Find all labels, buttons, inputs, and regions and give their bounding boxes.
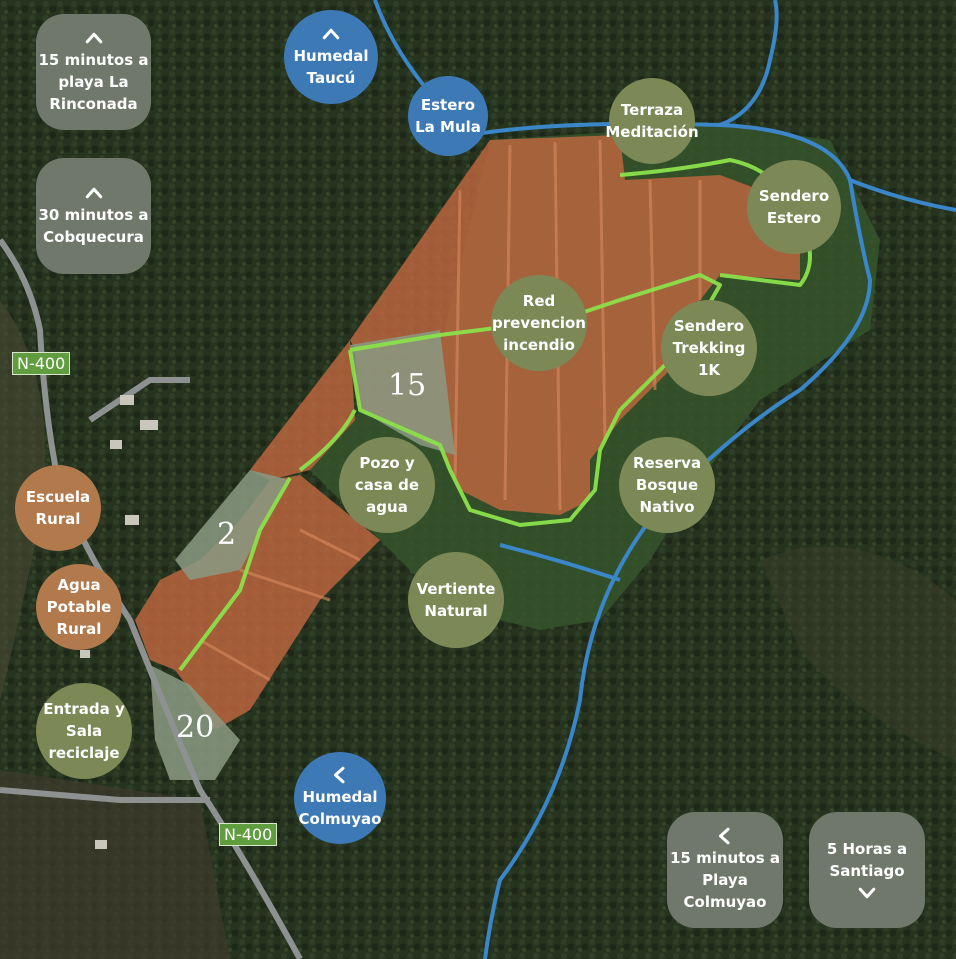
- west-trail: [178, 477, 292, 672]
- lot-20-area: [150, 665, 240, 780]
- direction-playa-colmuyao[interactable]: 15 minutos a Playa Colmuyao: [667, 812, 783, 928]
- label-sendero-trekking[interactable]: Sendero Trekking 1K: [661, 300, 757, 396]
- label-text: Sendero Estero: [758, 187, 830, 227]
- label-text: Humedal Taucú: [293, 47, 369, 87]
- direction-text: 30 minutos a Cobquecura: [38, 206, 149, 246]
- direction-la-rinconada[interactable]: 15 minutos a playa La Rinconada: [36, 14, 151, 130]
- label-text: Pozo y casa de agua: [354, 454, 420, 516]
- label-text: Vertiente Natural: [416, 580, 496, 620]
- label-reserva-bosque-nativo[interactable]: Reserva Bosque Nativo: [619, 437, 715, 533]
- chevron-up-icon: [322, 28, 340, 40]
- label-agua-potable-rural[interactable]: Agua Potable Rural: [36, 564, 122, 650]
- label-humedal-taucu[interactable]: Humedal Taucú: [284, 10, 378, 104]
- direction-text: 15 minutos a Playa Colmuyao: [670, 849, 780, 911]
- label-escuela-rural[interactable]: Escuela Rural: [15, 465, 101, 551]
- chevron-down-icon: [858, 887, 876, 899]
- label-vertiente-natural[interactable]: Vertiente Natural: [408, 552, 504, 648]
- firebreak-trail: [348, 273, 722, 527]
- label-text: Estero La Mula: [415, 96, 481, 136]
- label-entrada-sala-reciclaje[interactable]: Entrada y Sala reciclaje: [36, 683, 132, 779]
- label-red-prevencion-incendio[interactable]: Red prevencion incendio: [491, 275, 587, 371]
- label-text: Humedal Colmuyao: [298, 788, 382, 828]
- chevron-left-icon: [719, 827, 730, 845]
- direction-text: 15 minutos a playa La Rinconada: [38, 51, 149, 113]
- label-text: Sendero Trekking 1K: [672, 317, 746, 379]
- direction-text: 5 Horas a Santiago: [826, 840, 908, 880]
- label-text: Terraza Meditación: [605, 101, 699, 141]
- label-text: Reserva Bosque Nativo: [632, 454, 702, 516]
- lot-2-area: [175, 470, 290, 580]
- chevron-up-icon: [85, 32, 102, 44]
- chevron-left-icon: [334, 766, 345, 784]
- lot-label-20: 20: [176, 710, 215, 745]
- label-text: Agua Potable Rural: [46, 576, 112, 638]
- label-text: Escuela Rural: [25, 488, 91, 528]
- direction-santiago[interactable]: 5 Horas a Santiago: [809, 812, 925, 928]
- chevron-up-icon: [85, 187, 102, 199]
- label-humedal-colmuyao[interactable]: Humedal Colmuyao: [294, 752, 386, 844]
- lot-label-15: 15: [388, 368, 427, 403]
- label-text: Red prevencion incendio: [492, 292, 586, 354]
- label-terraza-meditacion[interactable]: Terraza Meditación: [605, 78, 699, 164]
- label-pozo-casa-agua[interactable]: Pozo y casa de agua: [339, 437, 435, 533]
- lot-label-2: 2: [217, 517, 237, 552]
- road-label-n400-south: N-400: [219, 823, 278, 846]
- direction-cobquecura[interactable]: 30 minutos a Cobquecura: [36, 158, 151, 274]
- label-sendero-estero[interactable]: Sendero Estero: [747, 160, 841, 254]
- lot-15-area: [350, 330, 455, 455]
- road-label-n400-north: N-400: [12, 352, 71, 375]
- label-text: Entrada y Sala reciclaje: [43, 700, 125, 762]
- label-estero-la-mula[interactable]: Estero La Mula: [408, 76, 488, 156]
